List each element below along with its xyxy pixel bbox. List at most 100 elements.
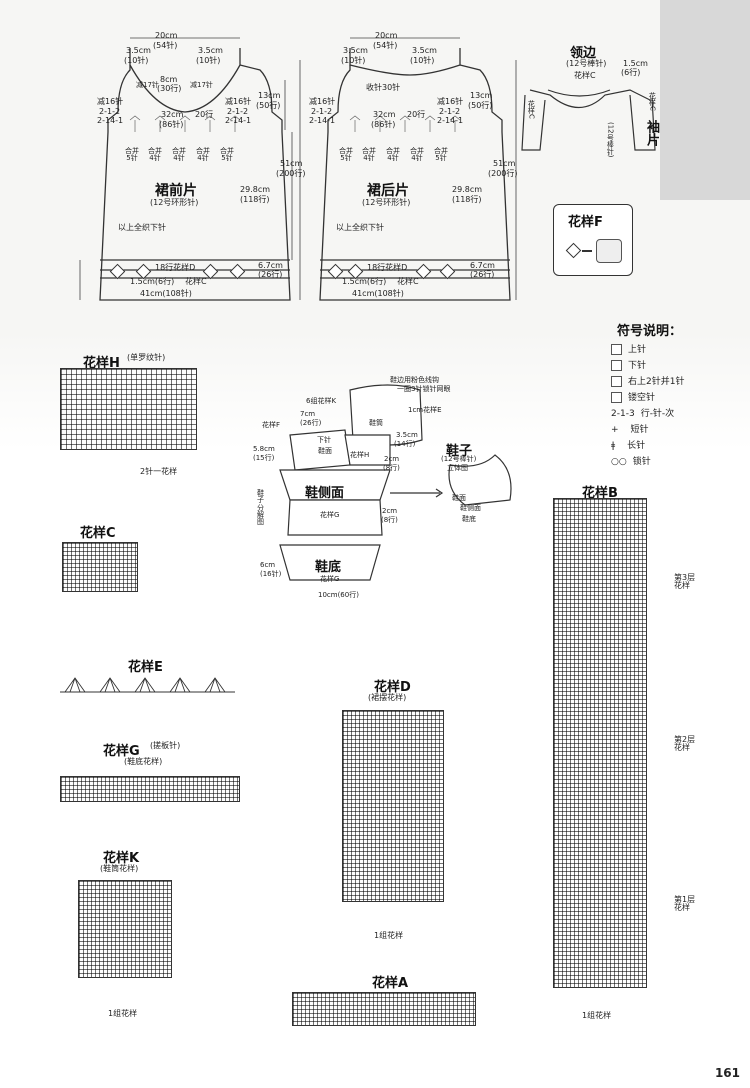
sleeve-needle: (12号棒针)	[606, 122, 615, 158]
front-skirt-rows: (118行)	[240, 195, 270, 204]
front-dec-right-rule-b: 2-14-1	[225, 116, 252, 125]
front-armhole-rows: (50行)	[256, 101, 281, 110]
back-dec-right: 减16针	[437, 97, 464, 106]
shoe-height-1: 3.5cm	[396, 431, 418, 439]
shoe-exploded-label: 鞋子分解图	[257, 489, 264, 527]
pattern-k-subtitle: (鞋筒花样)	[100, 864, 139, 873]
pattern-k-title: 花样K	[103, 851, 140, 866]
back-dec-left-rule-b: 2-14-1	[309, 116, 336, 125]
front-shoulder-left-sts: (10针)	[124, 56, 149, 65]
front-pattern-d: 18行花样D	[155, 263, 196, 272]
front-bottom-width: 41cm(108针)	[140, 289, 192, 298]
shoe-height-1-rows: (14行)	[394, 440, 416, 448]
double-crochet-icon: ǂ	[611, 441, 616, 451]
back-neck-note: 收针30针	[366, 83, 401, 92]
back-shoulder-left-sts: (10针)	[341, 56, 366, 65]
pattern-d-title: 花样D	[374, 680, 411, 695]
back-panel-outline	[319, 37, 517, 301]
pattern-g-subtitle1: (搓板针)	[150, 741, 181, 750]
back-dec-label-1: 合并 5针	[339, 147, 353, 163]
front-total-height: 51cm	[280, 159, 303, 168]
back-hem-border: 1.5cm(6行)	[342, 277, 387, 286]
shoe-top-width: 7cm	[300, 410, 316, 418]
shoe-sole-pattern: 花样G	[320, 575, 340, 583]
front-needle: (12号环形针)	[150, 198, 199, 207]
collar-edge-rows: (6行)	[621, 68, 641, 77]
symbols-title: 符号说明：	[617, 324, 683, 339]
pattern-d-repeat: 1组花样	[374, 931, 404, 940]
symbol-row-3: 右上2针并1针	[611, 374, 684, 387]
back-total-height: 51cm	[493, 159, 516, 168]
pattern-b-grid	[553, 498, 647, 988]
shoe-top-label: 6组花样K	[306, 397, 337, 405]
front-hem-rows: (26行)	[258, 270, 283, 279]
front-chest-width: 32cm	[161, 110, 184, 119]
shoe-side-height: 2cm	[382, 507, 398, 515]
collar-needle: (12号棒针)	[566, 59, 607, 68]
back-shoulder-right-sts: (10针)	[410, 56, 435, 65]
shoe-depth-rows: (15行)	[253, 454, 275, 462]
front-title: 裙前片	[155, 183, 197, 199]
back-top-width: 20cm	[375, 31, 398, 40]
symbol-row-4: 镂空针	[611, 390, 655, 403]
front-chest-sts: (86针)	[159, 120, 184, 129]
back-shoulder-left: 3.5cm	[343, 46, 368, 55]
back-skirt-height: 29.8cm	[452, 185, 483, 194]
pattern-g-grid	[60, 776, 240, 802]
front-hem-height: 6.7cm	[258, 261, 283, 270]
shoe-exploded-diagram	[279, 384, 512, 581]
pattern-f-diamond	[565, 242, 582, 259]
shoe-pattern-f: 花样F	[262, 421, 281, 429]
back-armhole-rows: (50行)	[468, 101, 493, 110]
collar-edge: 1.5cm	[623, 59, 648, 68]
front-panel-outline	[79, 37, 301, 301]
symbol-row-1: 上针	[611, 342, 646, 355]
chain-icon: ○○	[611, 457, 627, 467]
pattern-e-chart	[60, 677, 235, 693]
shoe-knit-label: 下针	[317, 436, 331, 444]
front-dec-label-3: 合并 4针	[172, 147, 186, 163]
symbol-row-8: ○○锁针	[611, 457, 651, 467]
shoe-sole-height: 6cm	[260, 561, 276, 569]
front-dec-label-1: 合并 5针	[125, 147, 139, 163]
front-top-width-sts: (54针)	[153, 41, 178, 50]
back-dec-left: 减16针	[309, 97, 336, 106]
back-title: 裙后片	[367, 183, 409, 199]
back-dec-right-rule-a: 2-1-2	[439, 107, 461, 116]
shoe-top-note: 鞋边用粉色线钩	[390, 376, 439, 384]
pattern-k-repeat: 1组花样	[108, 1009, 138, 1018]
pattern-c-grid	[62, 542, 138, 592]
pattern-a-title: 花样A	[372, 976, 409, 991]
back-knit-note: 以上全织下针	[336, 223, 384, 232]
pattern-e-title: 花样E	[128, 660, 163, 675]
shoe-edge-pattern: 1cm花样E	[408, 406, 442, 414]
back-pattern-c: 花样C	[397, 277, 419, 286]
back-dec-left-rule-a: 2-1-2	[311, 107, 333, 116]
sleeve-pattern-left: 花样C	[527, 100, 536, 119]
pattern-k-grid	[78, 880, 172, 978]
back-dec-label-2: 合并 4针	[362, 147, 376, 163]
page-number: 161	[714, 1066, 740, 1080]
pattern-h-subtitle: (单罗纹针)	[127, 353, 166, 362]
front-top-width: 20cm	[155, 31, 178, 40]
back-shoulder-right: 3.5cm	[412, 46, 437, 55]
purl-icon	[611, 344, 622, 355]
back-needle: (12号环形针)	[362, 198, 411, 207]
pattern-h-grid	[60, 368, 197, 450]
back-total-rows: (200行)	[488, 169, 518, 178]
shoe-top-width-rows: (26行)	[300, 419, 322, 427]
pattern-b-title: 花样B	[582, 486, 618, 501]
pattern-b-layer3: 第3层花样	[674, 573, 696, 591]
back-chest-rows: 20行	[407, 110, 426, 119]
front-hem-border: 1.5cm(6行)	[130, 277, 175, 286]
shoe-sole-title: 鞋底	[315, 560, 342, 575]
single-crochet-icon: +	[611, 425, 619, 435]
pattern-b-repeat: 1组花样	[582, 1011, 612, 1020]
sleeve-pattern-right: 花样C	[648, 92, 657, 111]
symbol-row-2: 下针	[611, 358, 646, 371]
front-dec-label-4: 合并 4针	[196, 147, 210, 163]
pattern-d-subtitle: (裙摆花样)	[368, 693, 407, 702]
shoe-height-2: 2cm	[384, 455, 400, 463]
